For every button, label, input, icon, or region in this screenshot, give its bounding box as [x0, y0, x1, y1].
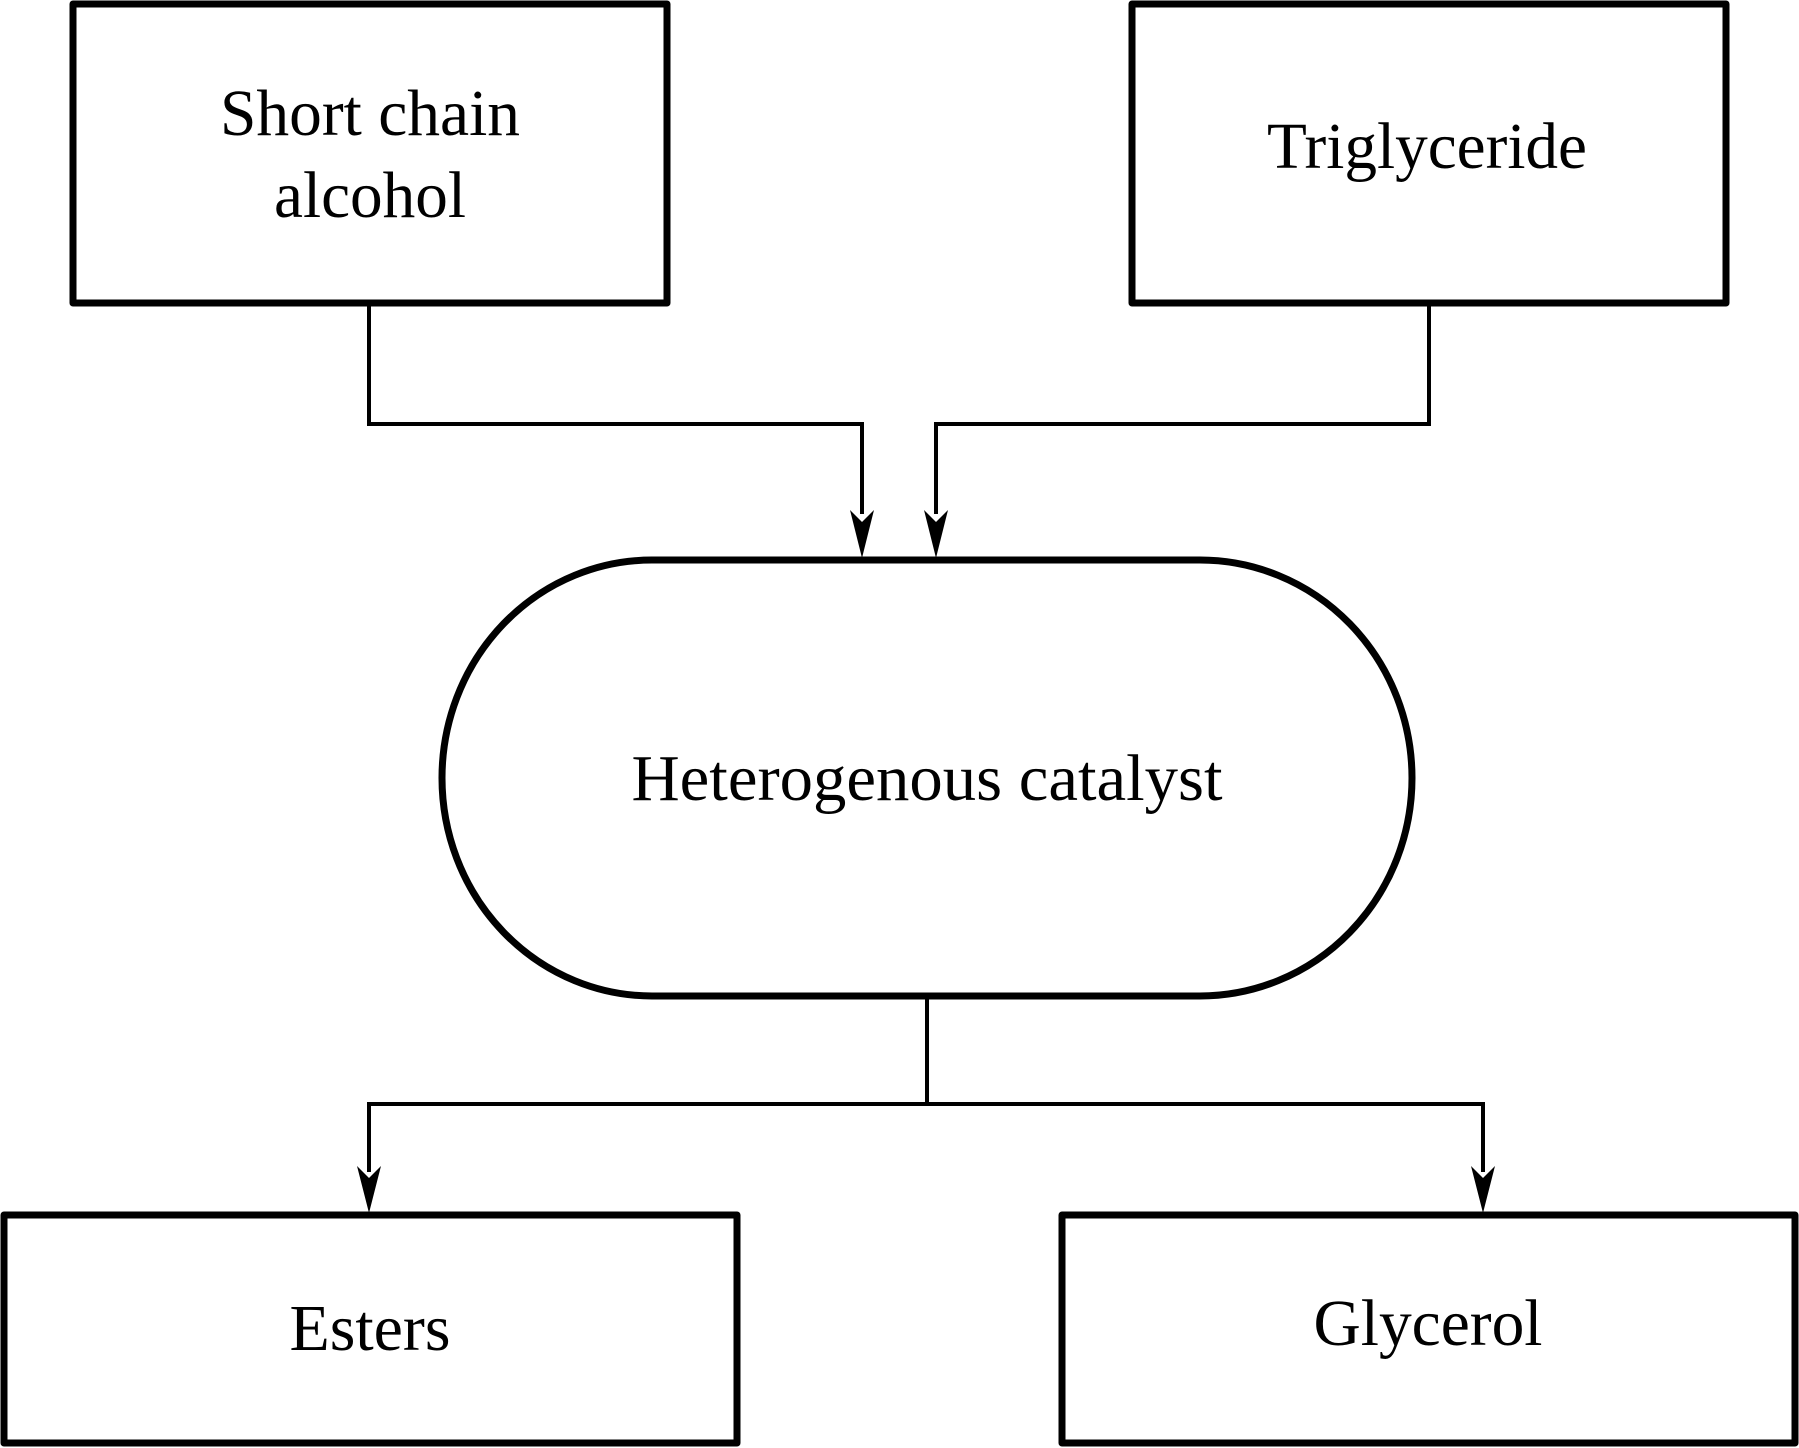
- edge-catalyst-to-esters: [367, 1102, 927, 1172]
- edge-catalyst-to-glycerol: [927, 1102, 1485, 1172]
- node-label-line-1: Short chain: [220, 77, 520, 150]
- node-box: [0, 1211, 741, 1447]
- node-label-line-2: alcohol: [274, 159, 466, 232]
- node-label: Glycerol: [1314, 1287, 1543, 1360]
- node-label: Heterogenous catalyst: [632, 742, 1223, 815]
- edge-alcohol-to-catalyst: [367, 303, 864, 514]
- arrowhead-triglyceride-to-catalyst: [924, 510, 948, 558]
- arrowhead-catalyst-to-glycerol: [1471, 1166, 1495, 1213]
- node-box: [1128, 0, 1730, 307]
- node-box: [69, 0, 671, 307]
- node-label: Esters: [290, 1292, 451, 1365]
- node-glycerol: Glycerol: [1058, 1211, 1799, 1447]
- node-short-chain-alcohol: Short chain alcohol: [69, 0, 671, 307]
- node-triglyceride: Triglyceride: [1128, 0, 1730, 307]
- node-stadium: [438, 556, 1416, 1000]
- node-esters: Esters: [0, 1211, 741, 1447]
- node-box: [1058, 1211, 1799, 1447]
- node-heterogenous-catalyst: Heterogenous catalyst: [438, 556, 1416, 1000]
- node-label: Triglyceride: [1267, 110, 1587, 183]
- arrowhead-alcohol-to-catalyst: [850, 510, 874, 558]
- arrowhead-catalyst-to-esters: [357, 1166, 381, 1213]
- edge-triglyceride-to-catalyst: [934, 303, 1431, 514]
